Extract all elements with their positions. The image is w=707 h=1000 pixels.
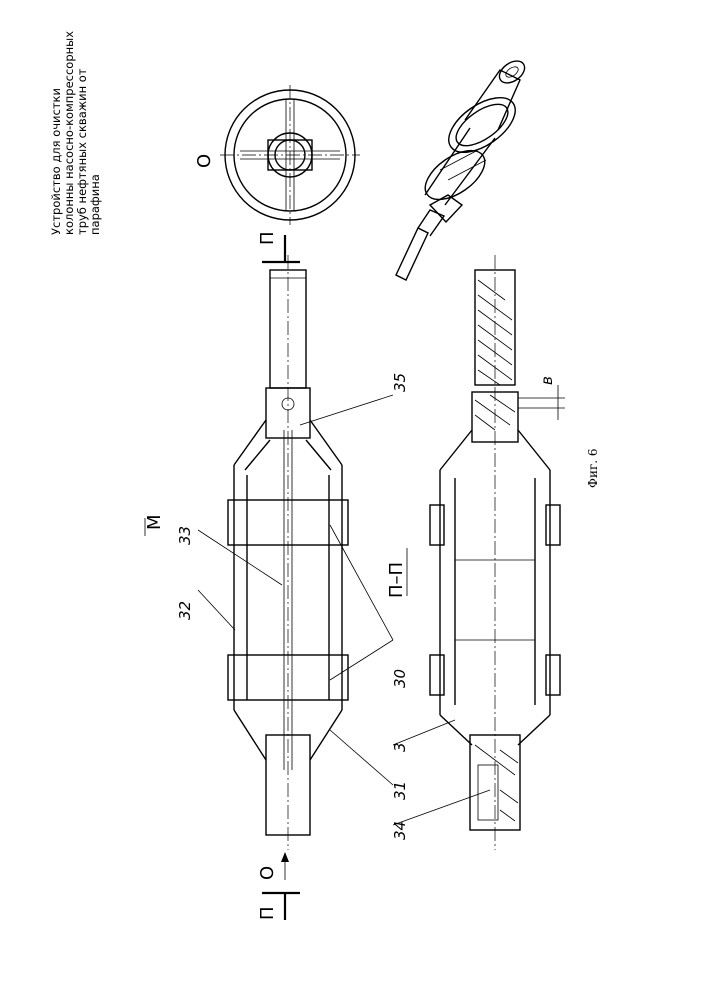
title-line-3: труб нефтяных скважин от (75, 68, 89, 235)
title-line-1: Устройство для очистки (49, 88, 63, 235)
part-label-35: 35 (391, 373, 409, 392)
figure-caption: Фиг. 6 (586, 448, 600, 488)
part-label-30: 30 (391, 669, 409, 688)
perspective-view (396, 57, 529, 280)
section-mark-top-label: П (257, 231, 278, 245)
section-mark-bottom-label: П (257, 906, 278, 920)
main-view-m (228, 255, 348, 850)
part-label-33: 33 (176, 526, 194, 545)
end-view-o (220, 85, 360, 225)
dimension-b-label: в (538, 376, 556, 385)
section-title-label: П–П (386, 562, 407, 598)
view-m-label: М (144, 514, 165, 530)
leaders (198, 395, 490, 825)
part-label-34: 34 (391, 821, 409, 840)
part-label-32: 32 (176, 601, 194, 620)
dimension-b (518, 385, 565, 420)
device-title: Устройство для очистки колонны насосно-к… (49, 31, 102, 235)
arrow-o-label: О (257, 866, 278, 880)
view-o-label: О (194, 154, 215, 168)
section-view-pp (430, 255, 560, 850)
part-label-31: 31 (391, 781, 409, 800)
part-label-3: 3 (391, 742, 409, 752)
title-line-4: парафина (88, 174, 102, 235)
title-line-2: колонны насосно-компрессорных (62, 31, 76, 235)
